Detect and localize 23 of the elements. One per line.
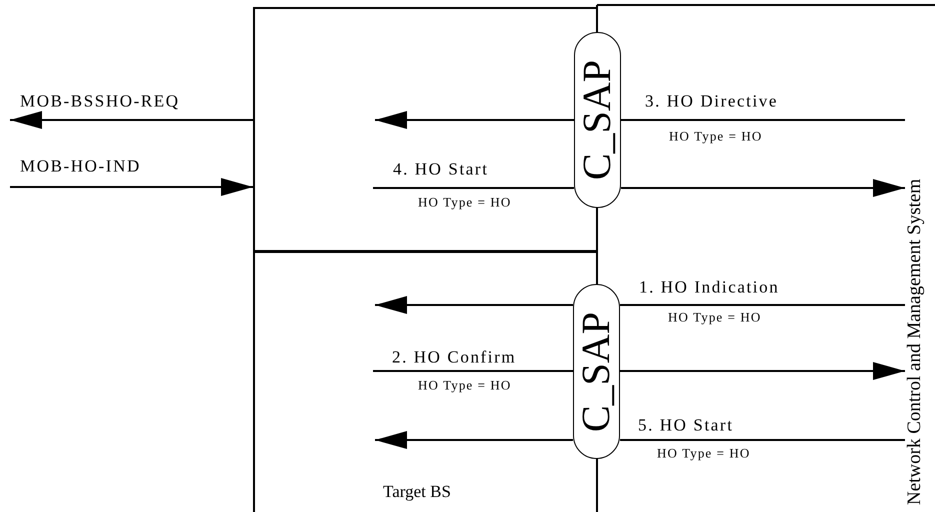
arrow bbox=[10, 111, 253, 129]
type-note: HO Type = HO bbox=[669, 130, 762, 142]
arrow bbox=[375, 111, 574, 129]
type-note: HO Type = HO bbox=[418, 378, 512, 392]
type-note: HO Type = HO bbox=[668, 310, 762, 324]
arrow bbox=[375, 431, 573, 449]
system-label: Network Control and Management System bbox=[905, 178, 924, 505]
edge-label: 2. HO Confirm bbox=[392, 348, 516, 366]
edge-label: 4. HO Start bbox=[393, 160, 489, 178]
edge-label: MOB-HO-IND bbox=[20, 158, 141, 174]
arrow bbox=[620, 362, 905, 380]
service-access-point: C_SAP bbox=[573, 284, 620, 459]
station-label: Target BS bbox=[383, 483, 451, 500]
edge-label: 3. HO Directive bbox=[645, 92, 778, 110]
arrow bbox=[375, 296, 573, 314]
arrow bbox=[621, 179, 905, 197]
type-note: HO Type = HO bbox=[418, 196, 512, 208]
type-note: HO Type = HO bbox=[657, 446, 750, 460]
edge-label: 1. HO Indication bbox=[639, 278, 780, 296]
arrow bbox=[10, 178, 253, 196]
edge-label: MOB-BSSHO-REQ bbox=[20, 92, 180, 110]
edge-label: 5. HO Start bbox=[638, 416, 734, 434]
service-access-point: C_SAP bbox=[574, 32, 621, 208]
